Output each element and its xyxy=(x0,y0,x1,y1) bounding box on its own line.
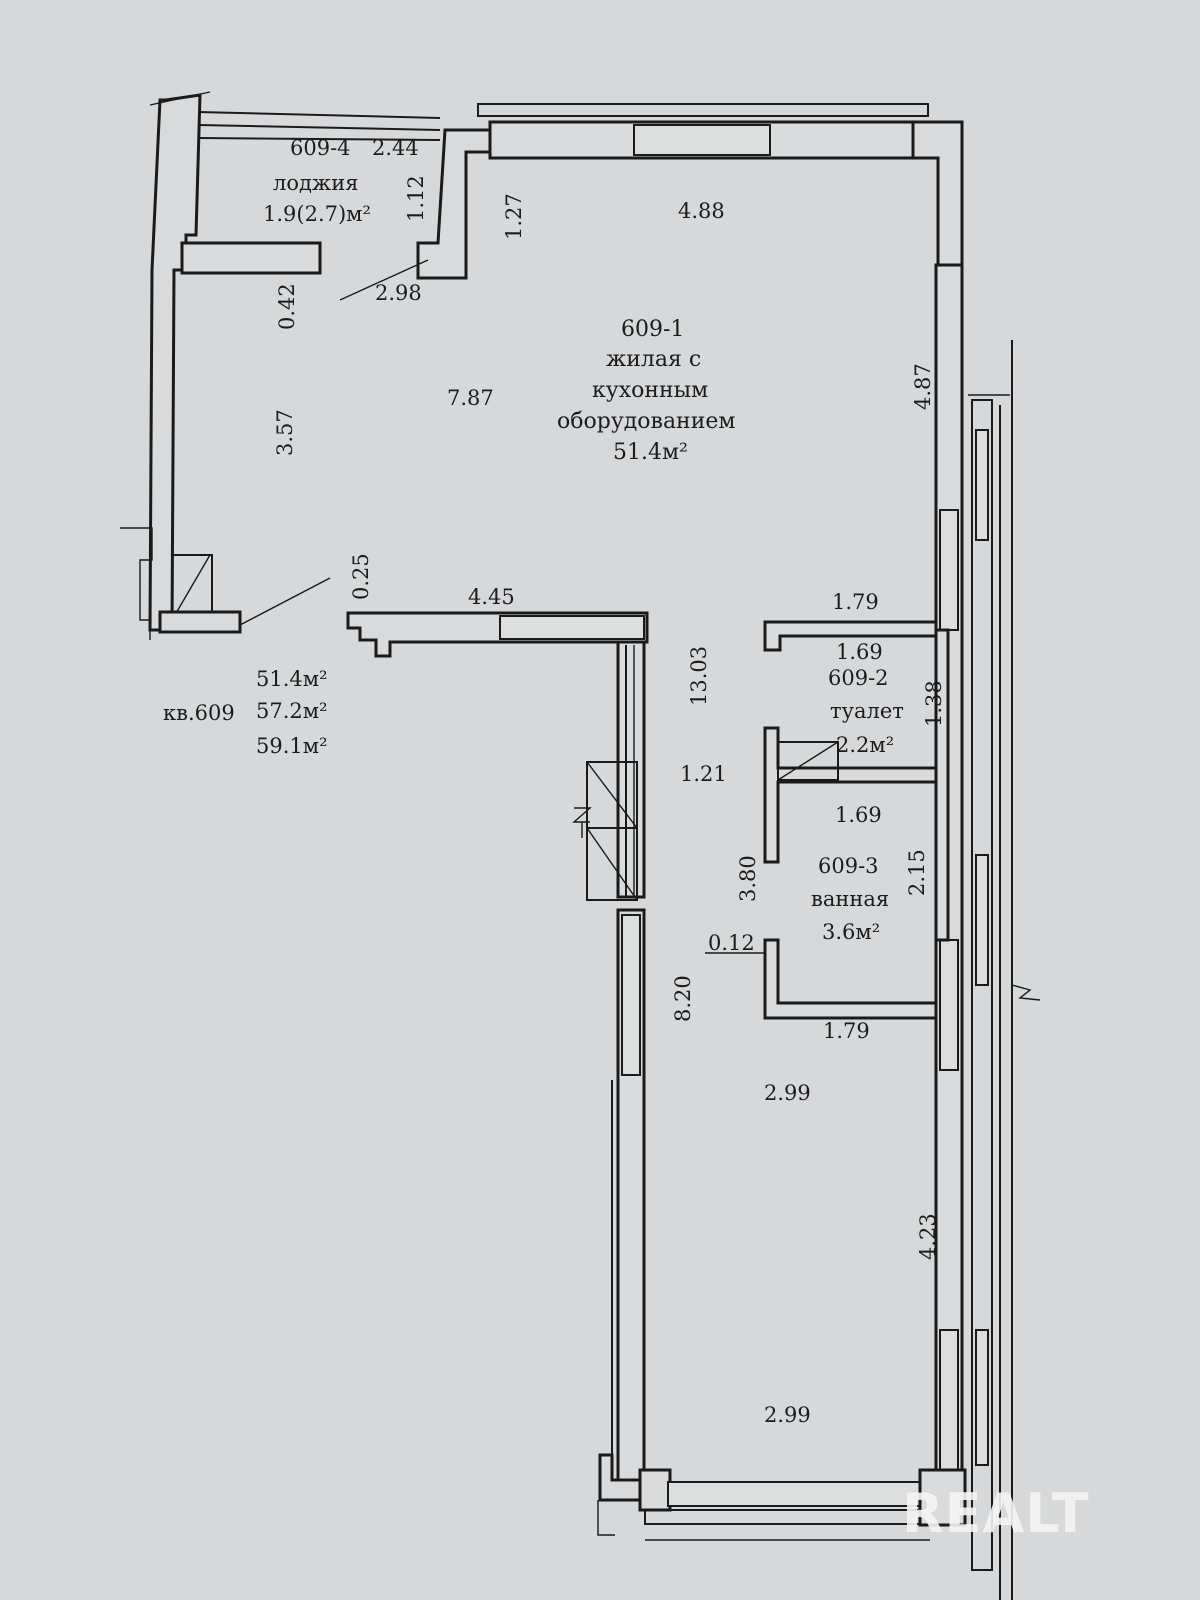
west-wall xyxy=(120,527,331,640)
dim-label: 3.57 xyxy=(273,409,297,456)
corridor-partition xyxy=(346,611,649,1492)
dim-label: 13.03 xyxy=(687,646,711,706)
dim-label: 0.12 xyxy=(708,931,755,955)
living-name-line3: оборудованием xyxy=(557,409,736,434)
living-area: 51.4м² xyxy=(613,440,688,465)
bath-name: ванная xyxy=(811,887,889,911)
toilet-name: туалет xyxy=(830,699,904,723)
dim-label: 1.69 xyxy=(835,803,882,827)
bath-label: 609-3 ванная 3.6м² xyxy=(811,854,889,944)
dim-label: 4.45 xyxy=(468,585,515,609)
dim-label: 4.23 xyxy=(916,1213,940,1260)
dim-label: 0.42 xyxy=(275,283,299,330)
living-room-label: 609-1 жилая с кухонным оборудованием 51.… xyxy=(557,317,736,465)
dim-label: 1.69 xyxy=(836,640,883,664)
wet-rooms-walls xyxy=(705,620,950,1020)
realt-watermark: REALT xyxy=(902,1482,1090,1545)
dim-label: 1.27 xyxy=(502,193,526,240)
loggia-area: 1.9(2.7)м² xyxy=(263,202,371,226)
apartment-area-total: 57.2м² xyxy=(256,699,328,723)
dim-label: 2.99 xyxy=(764,1403,811,1427)
dim-label: 0.25 xyxy=(349,553,373,600)
dim-label: 1.21 xyxy=(680,762,727,786)
living-name-line1: жилая с xyxy=(606,347,701,372)
bath-area: 3.6м² xyxy=(822,920,880,944)
dim-label: 2.98 xyxy=(375,281,422,305)
toilet-number: 609-2 xyxy=(828,666,889,690)
loggia-label: 609-4 лоджия 1.9(2.7)м² xyxy=(263,136,371,226)
dim-label: 1.79 xyxy=(823,1019,870,1043)
dim-label: 2.15 xyxy=(905,849,929,896)
toilet-label: 609-2 туалет 2.2м² xyxy=(828,666,904,757)
apartment-area-with-loggia: 59.1м² xyxy=(256,734,328,758)
dim-label: 4.88 xyxy=(678,199,725,223)
dim-label: 7.87 xyxy=(447,386,494,410)
loggia-number: 609-4 xyxy=(290,136,351,160)
living-name-line2: кухонным xyxy=(592,378,708,403)
living-number: 609-1 xyxy=(621,317,684,342)
dim-label: 1.38 xyxy=(922,680,946,727)
apartment-label: кв.609 xyxy=(163,701,235,725)
dim-label: 1.12 xyxy=(404,175,428,222)
loggia-name: лоджия xyxy=(273,171,358,195)
dimension-labels: 2.44 4.88 2.98 7.87 4.45 1.79 1.69 1.21 … xyxy=(273,136,946,1427)
dim-label: 8.20 xyxy=(671,975,695,1022)
bath-number: 609-3 xyxy=(818,854,879,878)
apartment-summary: кв.609 51.4м² 57.2м² 59.1м² xyxy=(163,667,328,758)
south-wall xyxy=(597,1453,967,1541)
apartment-area-living: 51.4м² xyxy=(256,667,328,691)
dim-label: 1.79 xyxy=(832,590,879,614)
dim-label: 4.87 xyxy=(911,363,935,410)
toilet-area: 2.2м² xyxy=(836,733,894,757)
dim-label: 2.99 xyxy=(764,1081,811,1105)
north-wall xyxy=(477,103,964,272)
dim-label: 2.44 xyxy=(372,136,419,160)
dim-label: 3.80 xyxy=(736,855,760,902)
